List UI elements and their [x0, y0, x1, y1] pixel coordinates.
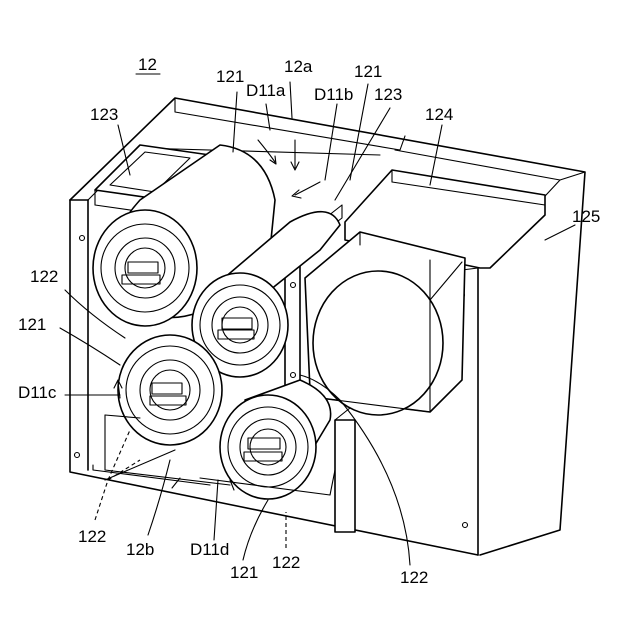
- label-dir-c: D11c: [18, 383, 57, 402]
- label-gear-left: 122: [30, 267, 58, 286]
- label-gear-bottom: 122: [272, 553, 300, 572]
- label-bottom-section: 12b: [126, 540, 154, 559]
- label-roller-left: 121: [18, 315, 46, 334]
- motor-box: [305, 232, 465, 415]
- label-gear-bottom-right: 122: [400, 568, 428, 587]
- label-gear-bottom-left: 122: [78, 527, 106, 546]
- roller-left: [118, 335, 222, 445]
- label-guide-top-left: 123: [90, 105, 118, 124]
- label-dir-b: D11b: [314, 85, 353, 104]
- label-guide-top-right: 123: [374, 85, 402, 104]
- label-dir-d: D11d: [190, 540, 229, 559]
- label-block: 124: [425, 105, 453, 124]
- label-housing: 125: [572, 207, 600, 226]
- roller-bottom: [220, 380, 331, 499]
- label-unit: 12: [138, 55, 157, 74]
- label-top-section: 12a: [284, 57, 313, 76]
- label-roller-top-right: 121: [354, 62, 382, 81]
- label-dir-a: D11a: [246, 81, 286, 100]
- label-roller-top: 121: [216, 67, 244, 86]
- label-roller-bottom: 121: [230, 563, 258, 582]
